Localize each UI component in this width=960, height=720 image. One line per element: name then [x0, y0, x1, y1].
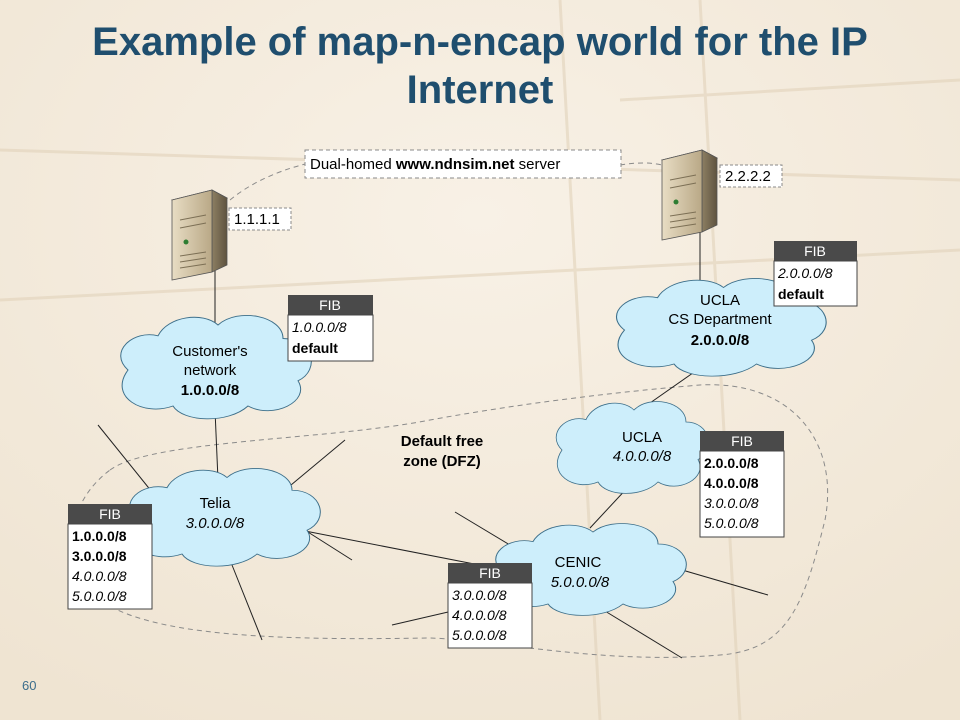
title-line-1: Example of map-n-encap world for the IP — [92, 20, 868, 64]
fib-header: FIB — [804, 243, 826, 259]
ucla-name: UCLA — [622, 429, 662, 446]
svg-text:Dual-homed www.ndnsim.net serv: Dual-homed www.ndnsim.net server — [310, 156, 560, 173]
server-label-box: Dual-homed www.ndnsim.net server — [304, 149, 622, 179]
stub — [599, 607, 683, 659]
fib-entry: 5.0.0.0/8 — [72, 588, 127, 604]
fib-entry: 3.0.0.0/8 — [704, 495, 759, 511]
fib-header: FIB — [479, 565, 501, 581]
fib-entry: 1.0.0.0/8 — [72, 528, 127, 544]
fib-header: FIB — [99, 506, 121, 522]
stub — [284, 439, 346, 491]
cenic-prefix: 5.0.0.0/8 — [551, 574, 610, 591]
ucla-cs-line2: CS Department — [668, 311, 772, 328]
fib-table-telia: FIB 1.0.0.0/8 3.0.0.0/8 4.0.0.0/8 5.0.0.… — [67, 504, 153, 610]
title-line-2: Internet — [406, 68, 554, 112]
fib-header: FIB — [319, 297, 341, 313]
customer-line2: network — [184, 362, 237, 379]
ucla-prefix: 4.0.0.0/8 — [613, 448, 672, 465]
fib-entry: default — [778, 286, 824, 302]
ucla-cs-line1: UCLA — [700, 292, 740, 309]
cloud-cenic — [495, 523, 687, 616]
dfz-label-line2: zone (DFZ) — [403, 453, 480, 470]
ip-label-right-box — [719, 164, 783, 188]
links — [97, 232, 769, 659]
server-label-prefix: Dual-homed — [310, 156, 396, 173]
fib-entry: 4.0.0.0/8 — [704, 475, 759, 491]
fib-table-cenic: FIB 3.0.0.0/8 4.0.0.0/8 5.0.0.0/8 — [447, 563, 533, 649]
fib-header: FIB — [731, 433, 753, 449]
fib-entry: 4.0.0.0/8 — [72, 568, 127, 584]
dfz-label-line1: Default free — [401, 433, 484, 450]
telia-name: Telia — [200, 495, 232, 512]
fib-entry: 3.0.0.0/8 — [72, 548, 127, 564]
server-icon — [170, 189, 229, 281]
server-label-suffix: server — [515, 156, 561, 173]
ip-label-left-box — [228, 207, 292, 231]
cloud-telia — [129, 468, 321, 567]
stub — [231, 564, 263, 641]
cenic-name: CENIC — [555, 554, 602, 571]
ip-label-left: 1.1.1.1 — [234, 211, 280, 228]
fib-table-ucla-cs: FIB 2.0.0.0/8 default — [773, 241, 858, 307]
stub — [454, 511, 511, 546]
customer-line1: Customer's — [172, 343, 247, 360]
telia-prefix: 3.0.0.0/8 — [186, 515, 245, 532]
fib-entry: 1.0.0.0/8 — [292, 319, 347, 335]
fib-table-ucla: FIB 2.0.0.0/8 4.0.0.0/8 3.0.0.0/8 5.0.0.… — [699, 431, 785, 538]
fib-table-customer: FIB 1.0.0.0/8 default — [287, 295, 374, 362]
fib-entry: 5.0.0.0/8 — [704, 515, 759, 531]
server-label-host: www.ndnsim.net — [395, 156, 515, 173]
server-icon — [660, 149, 719, 241]
fib-entry: 2.0.0.0/8 — [777, 265, 833, 281]
link-customer-telia — [214, 409, 219, 481]
customer-prefix: 1.0.0.0/8 — [181, 382, 239, 399]
slide-title: Example of map-n-encap world for the IP … — [40, 18, 920, 114]
fib-entry: default — [292, 340, 338, 356]
page-number: 60 — [22, 678, 37, 693]
ip-label-right: 2.2.2.2 — [725, 168, 771, 185]
dfz-boundary — [72, 384, 829, 658]
fib-entry: 5.0.0.0/8 — [452, 627, 507, 643]
fib-entry: 2.0.0.0/8 — [704, 455, 759, 471]
ucla-cs-prefix: 2.0.0.0/8 — [691, 332, 749, 349]
stub — [97, 424, 153, 493]
fib-entry: 3.0.0.0/8 — [452, 587, 507, 603]
fib-entry: 4.0.0.0/8 — [452, 607, 507, 623]
